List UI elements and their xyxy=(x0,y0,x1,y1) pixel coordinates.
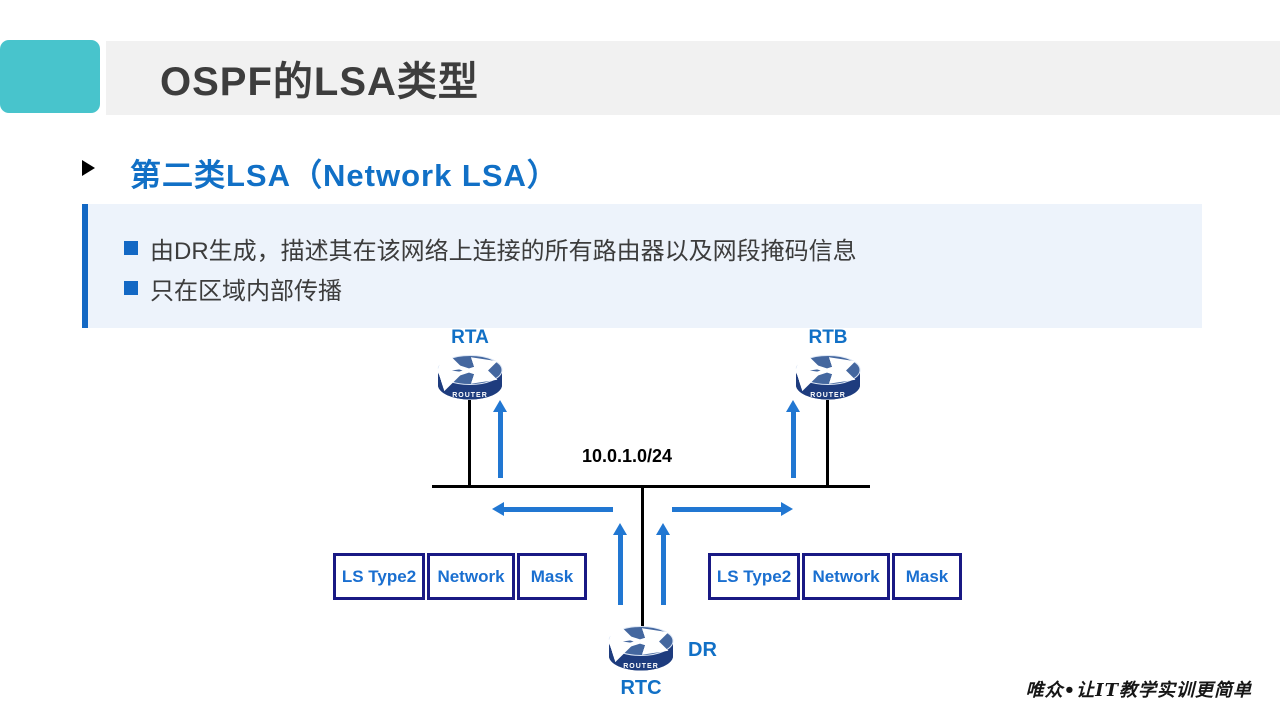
router-icon-text: ROUTER xyxy=(452,392,488,399)
page-title: OSPF的LSA类型 xyxy=(160,60,479,104)
network-address-label: 10.0.1.0/24 xyxy=(581,446,673,466)
arrow-left-flood-icon xyxy=(492,502,613,516)
rta-link-line xyxy=(468,400,471,487)
rta-label: RTA xyxy=(451,327,489,348)
accent-block xyxy=(0,40,100,113)
lsa-field-type: LS Type2 xyxy=(333,553,425,600)
router-icon-text: ROUTER xyxy=(810,392,846,399)
content-panel: 由DR生成，描述其在该网络上连接的所有路由器以及网段掩码信息 只在区域内部传播 xyxy=(82,204,1202,328)
bullet-text: 只在区域内部传播 xyxy=(150,277,342,305)
lsa-packet-box-right: LS Type2 Network Mask xyxy=(708,553,962,600)
list-item: 只在区域内部传播 xyxy=(124,268,857,308)
list-item: 由DR生成，描述其在该网络上连接的所有路由器以及网段掩码信息 xyxy=(124,228,857,268)
panel-accent-bar xyxy=(82,204,88,328)
bullet-text: 由DR生成，描述其在该网络上连接的所有路由器以及网段掩码信息 xyxy=(150,237,857,265)
lsa-packet-box-left: LS Type2 Network Mask xyxy=(333,553,587,600)
brand-watermark: 唯众•让IT教学实训更简单 xyxy=(1025,680,1252,701)
section-heading: 第二类LSA（Network LSA） xyxy=(130,158,559,193)
lsa-field-network: Network xyxy=(427,553,515,600)
arrow-up-to-rta-icon xyxy=(493,400,507,478)
arrow-up-from-dr-right-icon xyxy=(656,523,670,605)
dr-label: DR xyxy=(688,639,717,661)
arrow-up-to-rtb-icon xyxy=(786,400,800,478)
lsa-field-network: Network xyxy=(802,553,890,600)
panel-body: 由DR生成，描述其在该网络上连接的所有路由器以及网段掩码信息 只在区域内部传播 xyxy=(88,204,857,328)
square-bullet-icon xyxy=(124,241,138,255)
arrow-up-from-dr-left-icon xyxy=(613,523,627,605)
title-bar: OSPF的LSA类型 xyxy=(106,41,1280,115)
rtb-label: RTB xyxy=(808,327,848,348)
router-icon-text: ROUTER xyxy=(623,663,659,670)
rta-router-icon: ROUTER xyxy=(436,354,503,400)
rtb-link-line xyxy=(826,400,829,487)
rtc-link-line xyxy=(641,487,644,628)
lsa-field-mask: Mask xyxy=(892,553,962,600)
arrow-right-flood-icon xyxy=(672,502,793,516)
rtb-router-icon: ROUTER xyxy=(794,354,861,400)
lsa-field-mask: Mask xyxy=(517,553,587,600)
square-bullet-icon xyxy=(124,281,138,295)
triangle-bullet-icon xyxy=(82,160,95,176)
rtc-router-icon: ROUTER xyxy=(607,625,674,671)
rtc-label: RTC xyxy=(620,677,662,699)
lsa-field-type: LS Type2 xyxy=(708,553,800,600)
segment-line xyxy=(432,485,870,488)
